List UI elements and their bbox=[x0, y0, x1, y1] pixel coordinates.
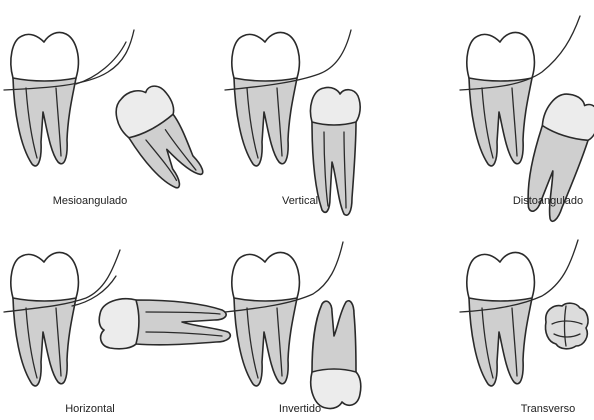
second-molar bbox=[467, 32, 535, 166]
third-molar bbox=[99, 299, 230, 349]
second-molar bbox=[467, 252, 535, 386]
second-molar bbox=[11, 252, 79, 386]
second-molar bbox=[232, 32, 300, 166]
third-molar-occlusal bbox=[545, 303, 588, 349]
diagram-invertido bbox=[225, 242, 361, 409]
diagram-horizontal bbox=[4, 250, 230, 386]
label-vertical: Vertical bbox=[282, 195, 318, 207]
diagram-mesioangulado bbox=[4, 30, 209, 198]
third-molar bbox=[311, 301, 361, 409]
second-molar bbox=[232, 252, 300, 386]
diagram-transverso bbox=[460, 240, 588, 386]
label-transverso: Transverso bbox=[521, 403, 576, 415]
label-invertido: Invertido bbox=[279, 403, 321, 415]
label-distoangulado: Distoangulado bbox=[513, 195, 583, 207]
second-molar bbox=[11, 32, 79, 166]
diagram-vertical bbox=[225, 30, 360, 215]
third-molar bbox=[108, 77, 209, 198]
label-horizontal: Horizontal bbox=[65, 403, 115, 415]
label-mesioangulado: Mesioangulado bbox=[53, 195, 128, 207]
